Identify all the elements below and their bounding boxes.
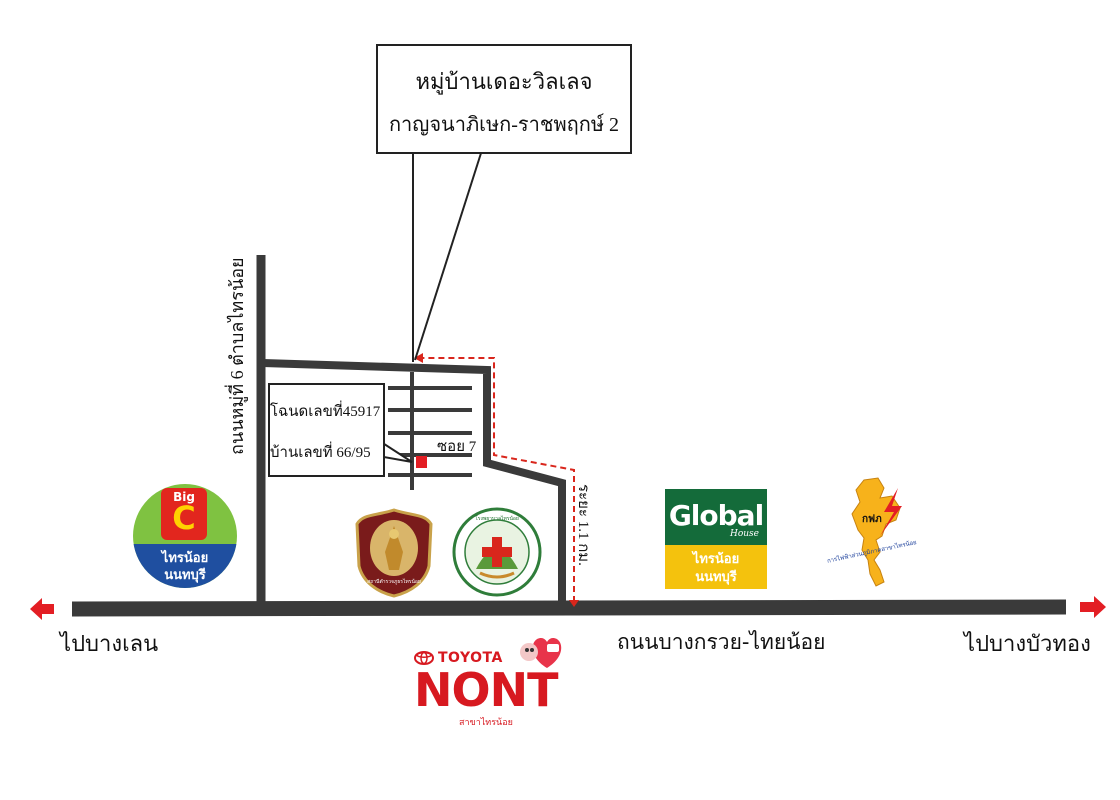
global-house-band: ไทรน้อย นนทบุรี	[665, 545, 767, 589]
soi-label: ซอย 7	[437, 439, 477, 455]
deed-number: โฉนดเลขที่45917	[270, 404, 381, 420]
heart-mascot-icon	[520, 638, 562, 668]
village-callout: หมู่บ้านเดอะวิลเลจ กาญจนาภิเษก-ราชพฤกษ์ …	[376, 44, 632, 154]
toyota-wordmark: TOYOTA	[438, 650, 503, 666]
main-road	[71, 599, 1067, 617]
bigc-badge: Big C	[161, 488, 207, 540]
side-road-label: ถนนหมู่ที่ 6 ตำบลไทรน้อย	[227, 257, 247, 455]
route-dashed-line	[420, 357, 575, 602]
bigc-branch-line1: ไทรน้อย	[161, 551, 209, 566]
arrow-left-icon	[30, 598, 54, 620]
route-arrow-head	[414, 353, 423, 363]
bigc-branch-line2: นนทบุรี	[164, 568, 206, 583]
bigc-band: ไทรน้อย นนทบุรี	[133, 544, 237, 588]
global-house-branch-line2: นนทบุรี	[695, 570, 737, 585]
police-caption: สถานีตำรวจภูธรไทรน้อย	[367, 579, 421, 585]
toyota-emblem-icon	[414, 651, 434, 665]
nont-wordmark: NONT	[414, 663, 558, 717]
house-number: บ้านเลขที่ 66/95	[270, 445, 371, 461]
bigc-brand: Big	[173, 490, 195, 504]
arrow-right-icon	[1080, 596, 1106, 618]
village-boundary	[262, 359, 566, 604]
bigc-logo: Big C ไทรน้อย นนทบุรี	[133, 484, 237, 588]
destination-right-label: ไปบางบัวทอง	[964, 632, 1091, 657]
pea-logo: กฟภ การไฟฟ้าส่วนภูมิภาคสาขาไทรน้อย	[822, 474, 942, 590]
target-plot-marker	[416, 456, 427, 468]
police-shield-icon	[355, 508, 433, 598]
hospital-caption: โรงพยาบาลไทรน้อย	[475, 516, 519, 522]
hospital-emblem: โรงพยาบาลไทรน้อย	[452, 507, 542, 597]
global-house-top: Global House	[665, 489, 767, 545]
hospital-seal-icon	[452, 507, 542, 597]
route-arrow-tail	[569, 600, 579, 607]
village-callout-pointer-2	[414, 149, 483, 361]
plot-callout: โฉนดเลขที่45917 บ้านเลขที่ 66/95	[268, 383, 385, 477]
thailand-map-icon	[851, 477, 902, 587]
global-house-wordmark: Global	[668, 499, 764, 532]
village-project: กาญจนาภิเษก-ราชพฤกษ์ 2	[388, 114, 620, 136]
main-road-label: ถนนบางกรวย-ไทยน้อย	[617, 630, 826, 654]
pea-abbreviation: กฟภ	[862, 514, 882, 525]
destination-left-label: ไปบางเลน	[60, 632, 159, 657]
nont-branch: สาขาไทรน้อย	[459, 718, 513, 728]
distance-label: ระยะ 1.1 กม.	[575, 484, 591, 566]
global-house-branch-line1: ไทรน้อย	[692, 552, 740, 567]
bigc-letter: C	[172, 499, 196, 537]
police-station-emblem: สถานีตำรวจภูธรไทรน้อย	[355, 508, 433, 598]
village-name: หมู่บ้านเดอะวิลเลจ	[415, 69, 593, 94]
global-house-logo: Global House ไทรน้อย นนทบุรี	[665, 489, 767, 589]
global-house-sub: House	[729, 529, 759, 539]
